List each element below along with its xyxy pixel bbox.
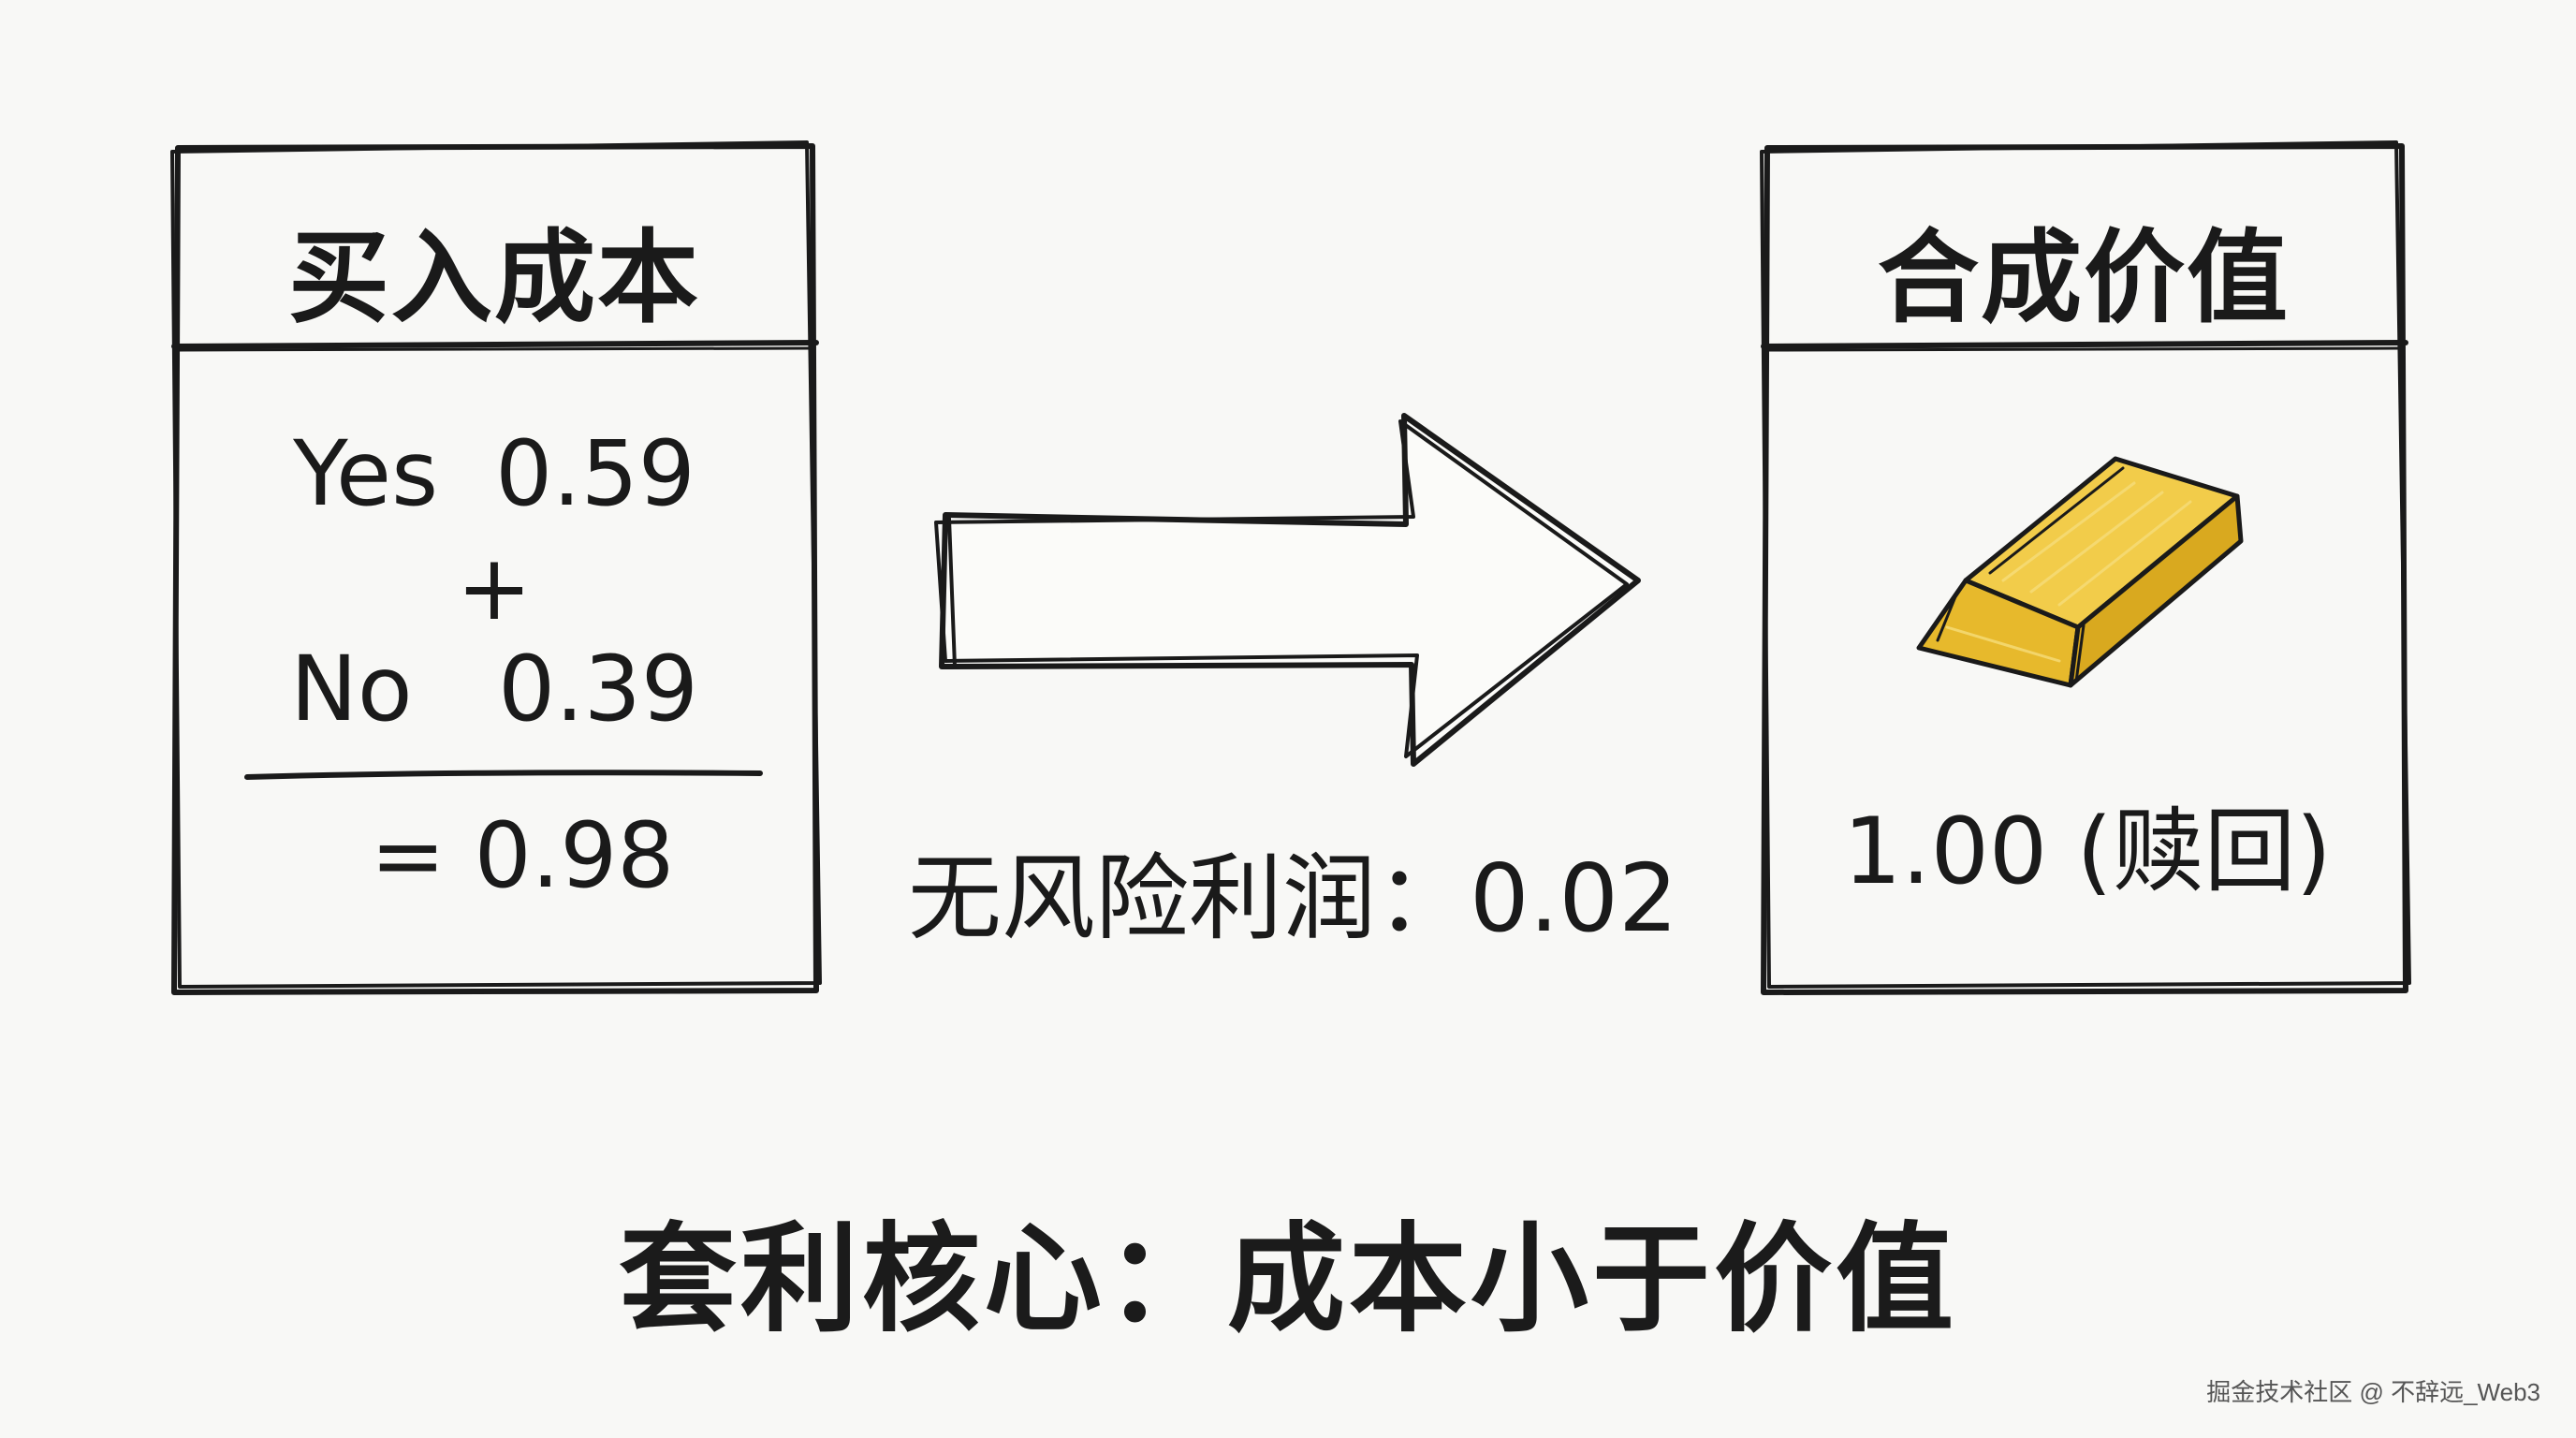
right-arrow-icon — [934, 413, 1641, 767]
sum-underline — [244, 770, 763, 780]
yes-price: Yes 0.59 — [293, 421, 695, 526]
watermark: 掘金技术社区 @ 不辞远_Web3 — [2206, 1378, 2540, 1406]
synthetic-value-panel: 合成价值 — [1756, 139, 2411, 1000]
plus-sign: + — [456, 536, 533, 640]
buy-cost-title: 买入成本 — [287, 220, 700, 337]
synthetic-value-panel-frame — [1760, 140, 2411, 995]
risk-free-profit-label: 无风险利润：0.02 — [908, 844, 1678, 953]
redeem-value: 1.00 (赎回) — [1843, 799, 2332, 905]
buy-cost-panel-frame — [170, 140, 822, 995]
synthetic-value-title: 合成价值 — [1877, 220, 2290, 337]
total-cost: = 0.98 — [370, 803, 675, 908]
buy-cost-panel: 买入成本 Yes 0.59 + No 0.39 = 0.98 — [167, 139, 822, 1000]
arbitrage-core-caption: 套利核心：成本小于价值 — [619, 1211, 1957, 1348]
gold-bar-icon — [1916, 456, 2244, 688]
no-price: No 0.39 — [290, 637, 698, 741]
